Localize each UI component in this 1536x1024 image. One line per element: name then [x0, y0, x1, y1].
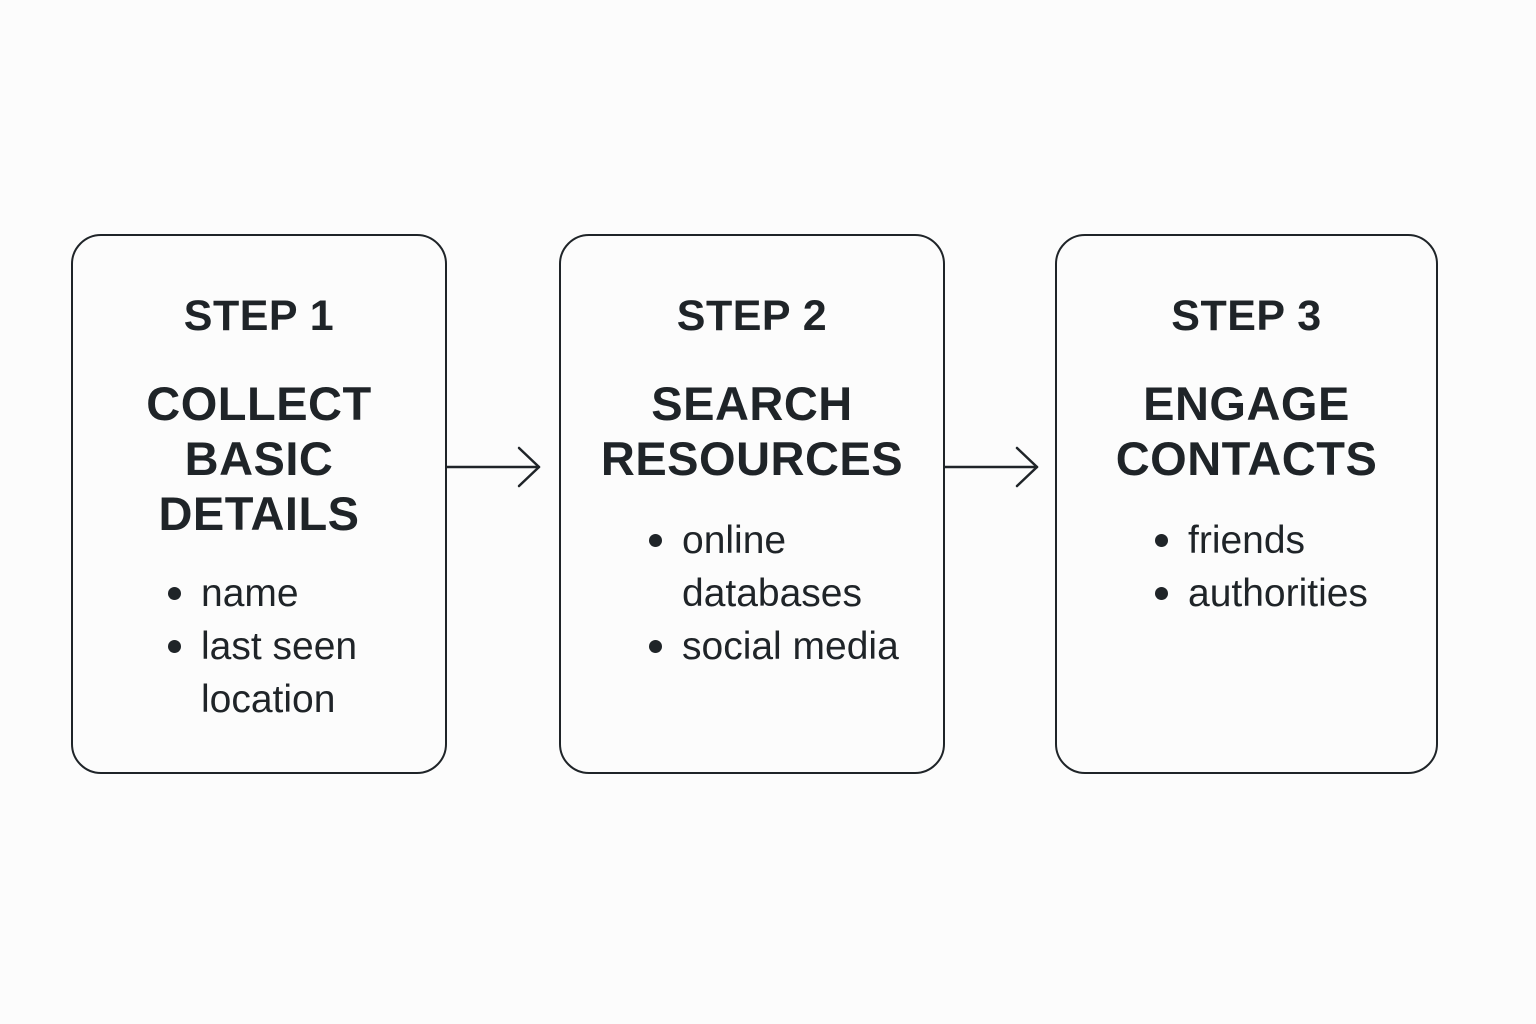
bullet-item: friends	[1155, 514, 1428, 567]
bullet-text: last seen	[201, 625, 358, 668]
step-1-title-line: DETAILS	[158, 487, 360, 540]
bullet-text: friends	[1188, 519, 1306, 562]
step-1-title: COLLECT BASIC DETAILS	[73, 376, 445, 541]
step-3-bullet-list: friends authorities	[1155, 514, 1428, 620]
bullet-item: name	[168, 567, 441, 620]
step-3-card: STEP 3 ENGAGE CONTACTS friends authoriti…	[1055, 234, 1438, 774]
bullet-dot-icon	[649, 534, 662, 547]
bullet-text: social media	[682, 625, 899, 668]
bullet-text: online	[682, 519, 787, 562]
arrow-right-icon	[447, 446, 541, 488]
bullet-item: last seen location	[168, 620, 441, 726]
bullet-dot-icon	[1155, 534, 1168, 547]
step-3-title-line: ENGAGE	[1143, 377, 1350, 430]
step-2-title: SEARCH RESOURCES	[561, 376, 943, 486]
bullet-dot-icon	[1155, 587, 1168, 600]
step-3-title-line: CONTACTS	[1115, 432, 1378, 485]
step-3-title: ENGAGE CONTACTS	[1057, 376, 1436, 486]
bullet-dot-icon	[168, 587, 181, 600]
step-2-title-line: SEARCH	[651, 377, 853, 430]
step-1-bullet-list: name last seen location	[168, 567, 441, 726]
bullet-item: social media	[649, 620, 932, 673]
bullet-dot-icon	[649, 640, 662, 653]
bullet-text: authorities	[1188, 572, 1368, 615]
arrow-right-icon	[945, 446, 1039, 488]
step-2-title-line: RESOURCES	[600, 432, 904, 485]
step-1-card: STEP 1 COLLECT BASIC DETAILS name last s…	[71, 234, 447, 774]
step-2-bullet-list: online databases social media	[649, 514, 932, 673]
step-1-title-line: BASIC	[184, 432, 334, 485]
bullet-text: databases	[682, 572, 862, 615]
step-3-label: STEP 3	[1171, 292, 1322, 340]
step-1-title-line: COLLECT	[146, 377, 372, 430]
bullet-text: name	[201, 572, 299, 615]
step-2-card: STEP 2 SEARCH RESOURCES online databases…	[559, 234, 945, 774]
step-1-label: STEP 1	[183, 292, 335, 340]
bullet-item: authorities	[1155, 567, 1428, 620]
bullet-text: location	[201, 678, 336, 721]
bullet-item: online databases	[649, 514, 932, 620]
step-2-label: STEP 2	[676, 292, 828, 340]
bullet-dot-icon	[168, 640, 181, 653]
